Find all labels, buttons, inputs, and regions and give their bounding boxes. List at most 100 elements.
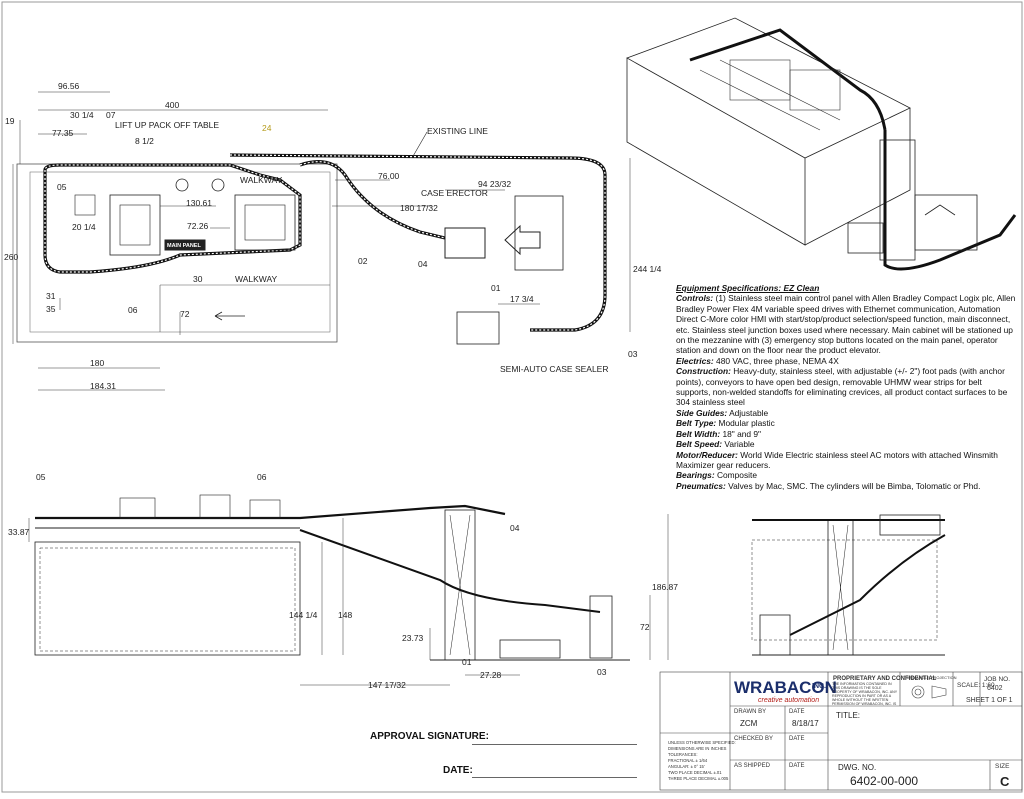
plan-callout-02: 02 xyxy=(358,256,368,266)
spec-key: Bearings: xyxy=(676,470,715,481)
plan-callout-05: 05 xyxy=(57,182,67,192)
approval-date-line[interactable] xyxy=(472,777,637,778)
drawn-by-label: DRAWN BY xyxy=(734,709,766,715)
elevation-mezzanine xyxy=(34,541,301,656)
label-walkway-bottom: WALKWAY xyxy=(235,274,278,284)
case-sealer-box xyxy=(456,311,500,345)
spec-bearings: Bearings: Composite xyxy=(676,470,1016,480)
spec-key: Motor/Reducer: xyxy=(676,449,738,460)
dim-180-17-32: 180 17/32 xyxy=(400,203,438,213)
spec-value: World Wide Electric stainless steel AC m… xyxy=(676,449,998,470)
tolerance-line: DIMENSIONS ARE IN INCHES xyxy=(668,746,727,751)
dim-35: 35 xyxy=(46,304,56,314)
checked-date-label: DATE xyxy=(789,736,805,742)
approval-signature-line[interactable] xyxy=(472,744,637,745)
size-label: SIZE xyxy=(995,763,1010,770)
spec-pneumatics: Pneumatics: Valves by Mac, SMC. The cyli… xyxy=(676,481,1016,491)
spec-belt-type: Belt Type: Modular plastic xyxy=(676,418,1016,428)
plan-existing-line xyxy=(229,153,607,332)
spec-value: Heavy-duty, stainless steel, with adjust… xyxy=(676,366,1008,408)
spec-belt-speed: Belt Speed: Variable xyxy=(676,439,1016,449)
company-tagline: creative automation xyxy=(758,697,819,704)
as-shipped-label: AS SHIPPED xyxy=(734,763,771,769)
date-label: DATE xyxy=(789,709,805,715)
side-decline-conveyor xyxy=(789,534,946,636)
isometric-view xyxy=(626,17,1017,271)
label-existing-line: EXISTING LINE xyxy=(427,126,488,136)
dim-130-61: 130.61 xyxy=(186,198,212,208)
dim-30: 30 xyxy=(193,274,203,284)
scale-value: SCALE: 1:60 xyxy=(957,682,995,689)
elev-callout-06: 06 xyxy=(257,472,267,482)
spec-value: Modular plastic xyxy=(716,418,775,429)
equipment-specifications: Equipment Specifications: EZ Clean Contr… xyxy=(676,283,1016,491)
elev-callout-01: 01 xyxy=(462,657,472,667)
dim-147-17-32: 147 17/32 xyxy=(368,680,406,690)
dim-76-00: 76.00 xyxy=(378,171,400,181)
tolerance-line: UNLESS OTHERWISE SPECIFIED: xyxy=(668,740,736,745)
projection-label: THIRD ANGLE PROJECTION xyxy=(903,675,957,680)
approval-date-label: DATE: xyxy=(443,765,473,776)
plan-view xyxy=(12,91,631,391)
flow-arrow-left xyxy=(214,311,245,321)
dim-180: 180 xyxy=(90,358,104,368)
job-no-value: 6402 xyxy=(987,685,1003,692)
tolerance-line: THREE PLACE DECIMAL ±.005 xyxy=(668,776,729,781)
spec-key: Belt Type: xyxy=(676,418,717,429)
plan-callout-04: 04 xyxy=(418,259,428,269)
label-walkway-top: WALKWAY xyxy=(240,175,283,185)
spec-construction: Construction: Heavy-duty, stainless stee… xyxy=(676,366,1016,408)
iso-elevator-conveyor xyxy=(883,130,1017,271)
size-value: C xyxy=(1000,774,1010,789)
elevation-decline-conveyor xyxy=(299,529,601,613)
spec-key: Pneumatics: xyxy=(676,480,726,491)
dim-72: 72 xyxy=(180,309,190,319)
drawn-by-value: ZCM xyxy=(740,719,758,728)
specs-heading: Equipment Specifications: EZ Clean xyxy=(676,283,820,293)
dim-31: 31 xyxy=(46,291,56,301)
title-label: TITLE: xyxy=(836,711,860,720)
label-case-erector: CASE ERECTOR xyxy=(421,188,488,198)
dim-8-1-2: 8 1/2 xyxy=(135,136,154,146)
dim-30-1-4: 30 1/4 xyxy=(70,110,94,120)
iso-mezzanine-top xyxy=(626,17,911,159)
proprietary-heading: PROPRIETARY AND CONFIDENTIAL xyxy=(833,676,937,682)
company-suffix: INC. xyxy=(812,683,826,690)
dim-24: 24 xyxy=(262,123,272,133)
spec-value: Variable xyxy=(722,439,755,450)
spec-key: Controls: xyxy=(676,293,714,304)
tolerance-line: TWO PLACE DECIMAL ±.01 xyxy=(668,770,722,775)
tolerances-block: UNLESS OTHERWISE SPECIFIED: DIMENSIONS A… xyxy=(668,740,736,781)
title-block-text: WRABACON INC. creative automation PROPRI… xyxy=(668,675,1013,789)
dim-27-28: 27.28 xyxy=(480,670,502,680)
spec-key: Electrics: xyxy=(676,355,714,366)
dim-19: 19 xyxy=(5,116,15,126)
label-main-panel: MAIN PANEL xyxy=(167,243,201,249)
plan-callout-06: 06 xyxy=(128,305,138,315)
flow-arrow-right xyxy=(504,224,541,256)
dim-17-3-4: 17 3/4 xyxy=(510,294,534,304)
elev-callout-04: 04 xyxy=(510,523,520,533)
front-elevation xyxy=(28,494,669,686)
dwg-no-value: 6402-00-000 xyxy=(850,774,918,788)
spec-value: 18" and 9" xyxy=(720,428,761,439)
dim-260: 260 xyxy=(4,252,18,262)
checked-by-label: CHECKED BY xyxy=(734,736,773,742)
spec-value: (1) Stainless steel main control panel w… xyxy=(676,293,1016,356)
tolerance-line: FRACTIONAL ± 1/64 xyxy=(668,758,708,763)
spec-side-guides: Side Guides: Adjustable xyxy=(676,408,1016,418)
spec-key: Belt Width: xyxy=(676,428,721,439)
dim-20-1-4: 20 1/4 xyxy=(72,222,96,232)
elevation-dimensions: 33.87 144 1/4 148 186.87 72 23.73 147 17… xyxy=(8,472,678,690)
date-value: 8/18/17 xyxy=(792,719,819,728)
plan-dimensions: 96.56 400 30 1/4 07 19 77.35 8 1/2 24 26… xyxy=(4,81,662,391)
dim-72-elev: 72 xyxy=(640,622,650,632)
callout-07: 07 xyxy=(106,110,116,120)
case-erector-box xyxy=(514,195,564,271)
dim-244-1-4: 244 1/4 xyxy=(633,264,662,274)
dim-72-26: 72.26 xyxy=(187,221,209,231)
elev-callout-03: 03 xyxy=(597,667,607,677)
